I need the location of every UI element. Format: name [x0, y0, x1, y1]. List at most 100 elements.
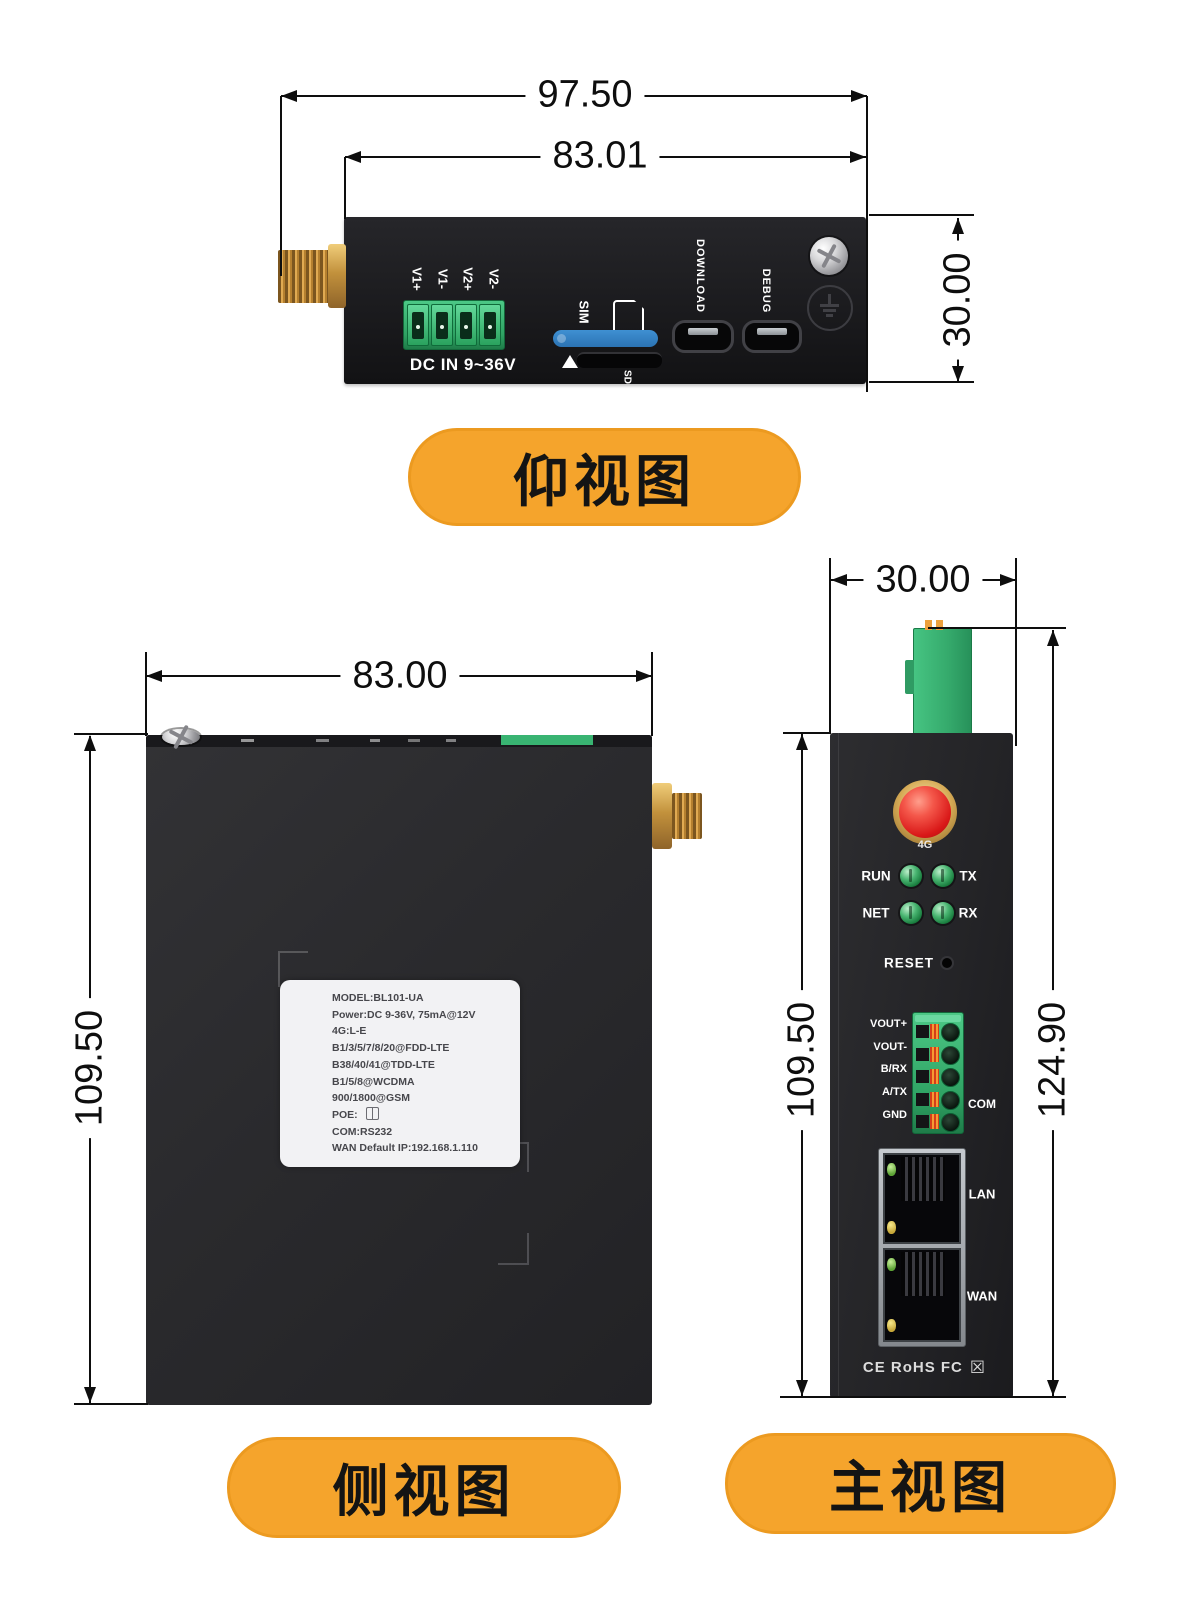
sim-card-icon — [613, 300, 644, 334]
screw — [810, 237, 848, 275]
ext-line — [829, 558, 831, 734]
run-led — [900, 865, 922, 887]
pin-label-v2p: V2+ — [460, 267, 476, 291]
download-label: DOWNLOAD — [694, 239, 706, 313]
rx-led — [932, 902, 954, 924]
spec-line: B1/5/8@WCDMA — [332, 1075, 415, 1088]
terminal-pin — [407, 304, 429, 346]
com-pin-label: B/RX — [880, 1063, 907, 1075]
wan-label: WAN — [966, 1288, 998, 1304]
ext-line — [74, 1403, 148, 1405]
wan-port[interactable] — [883, 1248, 961, 1342]
com-pin-label: VOUT- — [873, 1041, 907, 1053]
sma-antenna-connector — [278, 250, 332, 303]
dim-12490: 124.90 — [1031, 989, 1075, 1131]
terminal-row — [916, 1048, 929, 1061]
lan-yellow-led — [887, 1221, 896, 1234]
spec-line: MODEL:BL101-UA — [332, 992, 424, 1004]
arrowhead — [1047, 1380, 1059, 1396]
bottom-view-title: 仰视图 — [513, 449, 696, 513]
front-view-title: 主视图 — [829, 1456, 1012, 1519]
poe-icon — [365, 1106, 379, 1120]
terminal-pin — [431, 304, 453, 346]
sim-label: SIM — [576, 300, 592, 324]
spec-line: 900/1800@GSM — [332, 1092, 410, 1105]
net-led — [900, 902, 922, 924]
wan-green-led — [887, 1258, 896, 1271]
corner-mark — [278, 951, 308, 987]
reset-hole[interactable] — [942, 958, 952, 968]
dc-in-label: DC IN 9~36V — [409, 355, 517, 374]
reset-label: RESET — [883, 955, 935, 971]
terminal-row — [916, 1070, 929, 1083]
com-pin-label: A/TX — [881, 1086, 907, 1098]
terminal-row — [916, 1115, 929, 1128]
terminal-edge-green — [501, 735, 593, 745]
power-terminal-block — [403, 300, 505, 350]
screw — [162, 729, 200, 745]
eject-triangle-icon — [562, 355, 578, 368]
corner-mark — [498, 1233, 529, 1265]
side-view-pill: 侧视图 — [227, 1437, 621, 1538]
dim-8300: 83.00 — [340, 654, 460, 698]
lan-label: LAN — [968, 1186, 996, 1202]
antenna-4g-label: 4G — [917, 839, 933, 851]
arrowhead — [84, 735, 96, 751]
wan-yellow-led — [887, 1319, 896, 1332]
debug-usb-port[interactable] — [742, 320, 802, 353]
sim-slot[interactable] — [553, 330, 658, 347]
arrowhead — [146, 670, 162, 682]
terminal-row — [916, 1093, 929, 1106]
com-pin-label: VOUT+ — [870, 1018, 907, 1030]
ext-line — [928, 627, 1066, 629]
ext-line — [145, 652, 147, 736]
ext-line — [651, 652, 653, 736]
terminal-pin-contact — [925, 620, 932, 630]
pin-label-v2n: V2- — [486, 268, 502, 290]
spec-line: 4G:L-E — [332, 1025, 367, 1038]
lan-port[interactable] — [883, 1153, 961, 1244]
download-usb-port[interactable] — [672, 320, 734, 353]
terminal-row — [916, 1025, 929, 1038]
terminal-pin-contact — [936, 620, 943, 630]
bottom-view-pill: 仰视图 — [408, 428, 801, 526]
com-label: COM — [968, 1097, 996, 1111]
ext-line — [869, 214, 974, 216]
ext-line — [866, 96, 868, 392]
front-view-device: 4G RUN TX NET RX RESET VOUT+ VOUT- B/RX … — [830, 733, 1013, 1398]
sma-antenna-connector — [672, 793, 702, 839]
arrowhead — [851, 90, 867, 102]
arrowhead — [850, 151, 866, 163]
front-view-pill: 主视图 — [725, 1433, 1116, 1534]
pin-label-v1n: V1- — [435, 268, 451, 290]
debug-label: DEBUG — [760, 268, 772, 314]
arrowhead — [636, 670, 652, 682]
spec-line-poe: POE: — [332, 1106, 478, 1124]
sd-label: SD — [621, 370, 633, 384]
spec-line: Power:DC 9-36V, 75mA@12V — [332, 1008, 476, 1021]
ext-line — [783, 732, 831, 734]
dim-8301: 83.01 — [540, 134, 660, 178]
led-label-run: RUN — [861, 868, 891, 884]
dim-3000-top: 30.00 — [936, 240, 980, 360]
sd-slot[interactable] — [577, 352, 662, 368]
cert-row: CE RoHS FC ☒ — [840, 1359, 1008, 1376]
pin-label-v1p: V1+ — [409, 267, 425, 291]
bottom-view-device: V1+ V1- V2+ V2- DC IN 9~36V SIM SD DOWNL… — [278, 217, 866, 384]
ethernet-port-stack — [878, 1148, 966, 1347]
weee-bin-icon: ☒ — [969, 1358, 986, 1377]
arrowhead — [84, 1387, 96, 1403]
side-view-device: MODEL:BL101-UA Power:DC 9-36V, 75mA@12V … — [146, 729, 702, 1405]
dim-3000-front: 30.00 — [863, 558, 983, 602]
arrowhead — [831, 574, 847, 586]
side-view-title: 侧视图 — [332, 1460, 516, 1523]
ext-line — [74, 733, 148, 735]
ground-symbol-icon — [807, 285, 853, 331]
arrowhead — [796, 1380, 808, 1396]
spec-line: COM:RS232 — [332, 1125, 393, 1138]
tx-led — [932, 865, 954, 887]
spec-line: B38/40/41@TDD-LTE — [332, 1058, 435, 1071]
com-terminal-block[interactable] — [912, 1012, 964, 1134]
cert-text: CE RoHS FC — [862, 1359, 963, 1376]
ext-line — [869, 381, 974, 383]
